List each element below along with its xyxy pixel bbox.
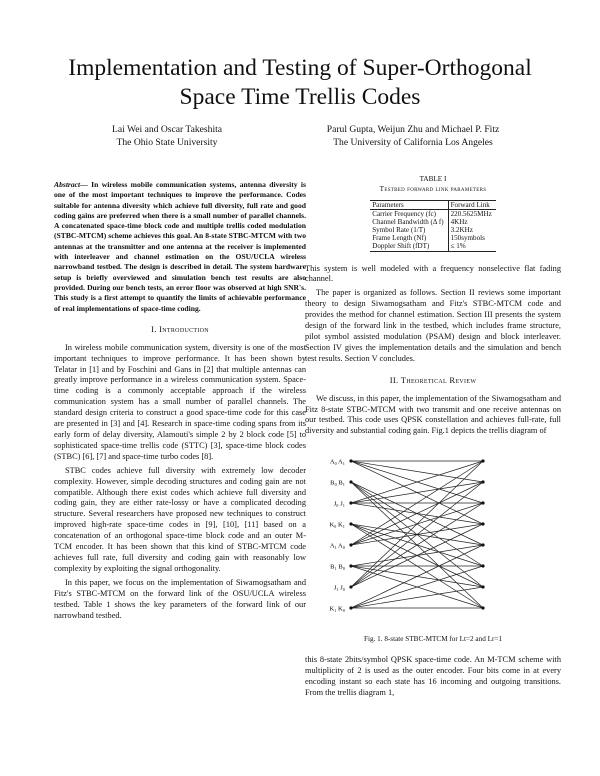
trellis-edge bbox=[350, 460, 484, 504]
abstract-text: — In wireless mobile communication syste… bbox=[54, 180, 306, 313]
trellis-edge bbox=[350, 565, 484, 609]
trellis-state-label: J₁ J₀ bbox=[334, 585, 345, 592]
trellis-state-node bbox=[481, 501, 485, 505]
section-heading-theoretical-review: II. Theoretical Review bbox=[389, 374, 477, 385]
trellis-edge bbox=[350, 481, 484, 546]
closing-paragraph: this 8-state 2bits/symbol QPSK space-tim… bbox=[305, 655, 561, 697]
table-row: Carrier Frequency (fc) 220.5625MHz bbox=[370, 209, 496, 219]
trellis-state-node bbox=[349, 564, 353, 568]
trellis-state-label: K₀ K₁ bbox=[329, 522, 345, 529]
table-cell: Carrier Frequency (fc) bbox=[370, 209, 449, 219]
trellis-diagram: A₀ A₁ B₀ B₁ J₀ J₁ K₀ K₁ A₁ A₀ B₁ B₀ J₁ J₀ K₁ K₀ bbox=[329, 459, 485, 613]
paper-title: Implementation and Testing of Super-Orth… bbox=[68, 55, 532, 110]
table-caption: TABLE I Testbed forward link parameters bbox=[305, 174, 561, 194]
trellis-state-label: B₁ B₀ bbox=[330, 564, 345, 571]
body-paragraph-1: This system is well modeled with a frequ… bbox=[305, 263, 561, 284]
figure-caption: Fig. 1. 8-state STBC-MTCM for Lt=2 and L… bbox=[363, 635, 503, 644]
intro-paragraph-1: In wireless mobile communication system,… bbox=[54, 342, 306, 461]
trellis-edge bbox=[350, 481, 484, 588]
abstract: Abstract— In wireless mobile communicati… bbox=[54, 180, 306, 314]
trellis-edge bbox=[350, 586, 484, 609]
author-block-osu: Lai Wei and Oscar Takeshita The Ohio Sta… bbox=[82, 124, 252, 149]
author-names: Lai Wei and Oscar Takeshita bbox=[111, 124, 223, 135]
left-column: Abstract— In wireless mobile communicati… bbox=[54, 180, 306, 624]
trellis-edge bbox=[350, 460, 484, 546]
trellis-edges bbox=[350, 460, 484, 609]
table-cell: ≤ 1% bbox=[448, 242, 496, 252]
trellis-state-node bbox=[349, 480, 353, 484]
trellis-state-node bbox=[481, 585, 485, 589]
trellis-state-node bbox=[481, 480, 485, 484]
trellis-state-node bbox=[481, 459, 485, 463]
trellis-state-label: K₁ K₀ bbox=[329, 606, 345, 613]
parameters-table: Parameters Forward Link Carrier Frequenc… bbox=[370, 199, 496, 252]
trellis-state-node bbox=[349, 585, 353, 589]
trellis-state-node bbox=[349, 522, 353, 526]
trellis-state-node bbox=[481, 522, 485, 526]
trellis-state-node bbox=[349, 543, 353, 547]
trellis-state-node bbox=[349, 606, 353, 610]
trellis-state-node bbox=[349, 501, 353, 505]
body-paragraph-2: The paper is organized as follows. Secti… bbox=[305, 288, 561, 363]
table-cell: 220.5625MHz bbox=[450, 210, 492, 219]
table-row: Doppler Shift (fDT) ≤ 1% bbox=[370, 242, 496, 252]
trellis-figure: A₀ A₁ B₀ B₁ J₀ J₁ K₀ K₁ A₁ A₀ B₁ B₀ J₁ J₀ K₁ K₀ bbox=[305, 445, 561, 630]
trellis-state-labels: A₀ A₁ B₀ B₁ J₀ J₁ K₀ K₁ A₁ A₀ B₁ B₀ J₁ J₀ K₁ K₀ bbox=[329, 459, 345, 613]
trellis-state-node bbox=[481, 606, 485, 610]
table-cell: Frame Length (Nf) bbox=[370, 234, 449, 243]
table-cell: Doppler Shift (fDT) bbox=[370, 242, 449, 252]
trellis-edge bbox=[350, 460, 484, 588]
intro-paragraph-2: STBC codes achieve full diversity with e… bbox=[54, 465, 306, 573]
trellis-state-label: B₀ B₁ bbox=[330, 480, 345, 487]
intro-paragraph-3: In this paper, we focus on the implement… bbox=[54, 577, 306, 620]
table-cell: 150symbols bbox=[450, 234, 485, 243]
trellis-states bbox=[349, 459, 485, 610]
trellis-state-node bbox=[481, 564, 485, 568]
table-cell: 3.2KHz bbox=[450, 226, 473, 235]
right-column: TABLE I Testbed forward link parameters … bbox=[305, 174, 561, 702]
trellis-state-label: J₀ J₁ bbox=[334, 501, 345, 508]
table-header-row: Parameters Forward Link bbox=[370, 199, 496, 211]
trellis-state-label: A₀ A₁ bbox=[330, 459, 345, 466]
review-paragraph: We discuss, in this paper, the implement… bbox=[305, 393, 561, 436]
table-number: TABLE I bbox=[419, 175, 447, 183]
trellis-edge bbox=[350, 460, 484, 483]
author-affiliation: The Ohio State University bbox=[116, 136, 218, 148]
section-heading-introduction: I. Introduction bbox=[151, 323, 209, 334]
author-affiliation: The University of California Los Angeles bbox=[333, 136, 493, 148]
trellis-state-label: A₁ A₀ bbox=[330, 543, 345, 550]
table-cell: Channel Bandwidth (Δ f) bbox=[370, 218, 449, 227]
table-header-cell: Parameters bbox=[370, 199, 449, 211]
trellis-edge bbox=[350, 523, 484, 588]
table-cell: 4KHz bbox=[450, 218, 468, 227]
author-block-ucla: Parul Gupta, Weijun Zhu and Michael P. F… bbox=[282, 124, 544, 149]
table-title: Testbed forward link parameters bbox=[379, 185, 487, 193]
table-cell: Symbol Rate (1/T) bbox=[370, 226, 449, 235]
trellis-state-node bbox=[349, 459, 353, 463]
trellis-edge bbox=[350, 481, 484, 504]
trellis-state-node bbox=[481, 543, 485, 547]
author-names: Parul Gupta, Weijun Zhu and Michael P. F… bbox=[326, 124, 500, 135]
table-row: Symbol Rate (1/T) 3.2KHz bbox=[370, 226, 496, 235]
table-row: Frame Length (Nf) 150symbols bbox=[370, 234, 496, 243]
table-header-cell: Forward Link bbox=[448, 199, 496, 211]
trellis-edge bbox=[350, 544, 484, 609]
table-row: Channel Bandwidth (Δ f) 4KHz bbox=[370, 218, 496, 227]
trellis-edge bbox=[350, 502, 484, 588]
abstract-label: Abstract bbox=[54, 180, 81, 189]
